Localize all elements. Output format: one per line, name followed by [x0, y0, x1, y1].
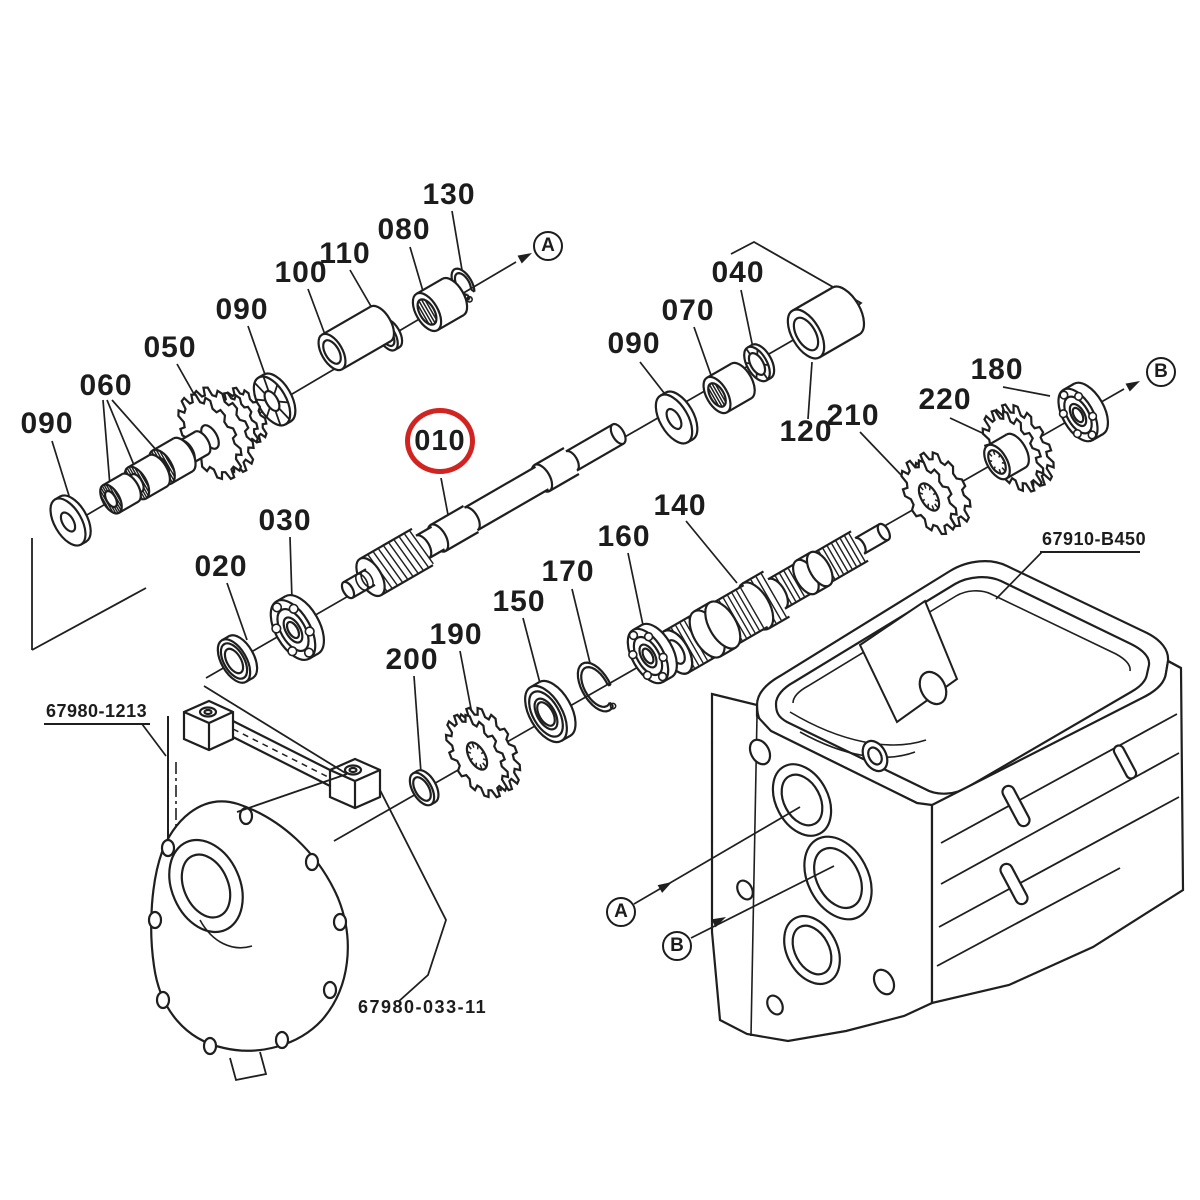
part-label-020: 020 — [194, 550, 248, 583]
part-label-100: 100 — [274, 256, 328, 289]
part-030-ball-bearing — [269, 594, 325, 661]
part-040-ring — [743, 343, 776, 383]
part-170-snap-ring — [576, 661, 617, 713]
part-label-030: 030 — [258, 504, 312, 537]
part-label-170: 170 — [541, 555, 595, 588]
ref-code-bottom-assembly: 67980-033-11 — [358, 997, 488, 1017]
part-210-gear — [900, 450, 972, 536]
part-label-090-top: 090 — [215, 293, 269, 326]
part-220-hub — [983, 432, 1030, 481]
part-090-washer-mid — [654, 390, 699, 445]
part-090-washer-left — [49, 494, 92, 547]
part-090-thrust-washer-top — [252, 372, 297, 427]
part-label-150: 150 — [492, 585, 546, 618]
part-label-210: 210 — [826, 399, 880, 432]
part-label-080: 080 — [377, 213, 431, 246]
part-label-050: 050 — [143, 331, 197, 364]
part-label-200: 200 — [385, 643, 439, 676]
part-label-090-left: 090 — [20, 407, 74, 440]
exploded-parts — [49, 267, 1110, 807]
part-label-120: 120 — [779, 415, 833, 448]
part-label-190: 190 — [429, 618, 483, 651]
part-150-bearing — [524, 679, 577, 744]
part-120-bushing — [786, 285, 866, 360]
part-label-110: 110 — [319, 237, 371, 270]
part-180-ball-bearing — [1057, 381, 1110, 443]
part-060-roller-1 — [99, 472, 142, 515]
part-label-060: 060 — [79, 369, 133, 402]
ref-code-left-housing: 67980-1213 — [46, 701, 148, 721]
part-label-220: 220 — [918, 383, 972, 416]
part-020-seal — [216, 634, 259, 684]
part-010-shaft — [340, 422, 627, 600]
part-label-140: 140 — [653, 489, 707, 522]
part-label-090-mid: 090 — [607, 327, 661, 360]
part-140-spline-shaft — [658, 522, 892, 675]
part-190-gear — [444, 706, 522, 799]
view-marker-b-housing: B — [662, 931, 692, 961]
case-housing — [710, 560, 1185, 1043]
part-100-sleeve — [317, 304, 396, 372]
part-label-130: 130 — [422, 178, 476, 211]
part-label-180: 180 — [970, 353, 1024, 386]
view-marker-b-right: B — [1146, 357, 1176, 387]
part-070-needle-bearing — [702, 361, 756, 415]
part-200-ring — [408, 769, 440, 807]
view-marker-a-housing: A — [606, 897, 636, 927]
highlighted-part-label-010: 010 — [405, 408, 475, 474]
view-marker-a-top: A — [533, 231, 563, 261]
part-label-040: 040 — [711, 256, 765, 289]
pto-housing — [147, 699, 447, 1082]
part-160-ball-bearing — [626, 622, 678, 685]
part-label-160: 160 — [597, 520, 651, 553]
part-label-070: 070 — [661, 294, 715, 327]
part-080-needle-bearing — [411, 276, 469, 333]
ref-code-right-housing: 67910-B450 — [1042, 529, 1147, 549]
